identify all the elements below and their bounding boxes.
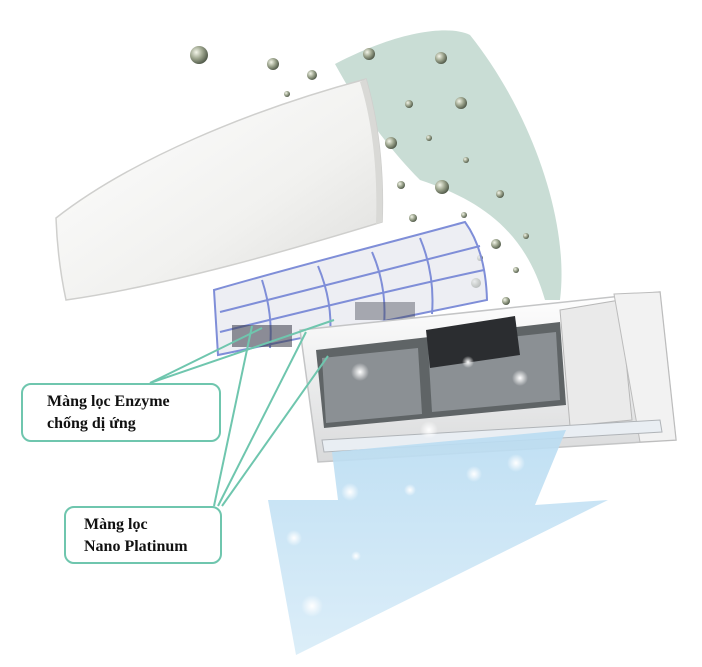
- leader-line-enzyme: [149, 327, 263, 384]
- clean-air-swoosh: [335, 30, 562, 300]
- enzyme-filter-frame: [212, 220, 489, 357]
- dust-particle-icon: [405, 100, 413, 108]
- nano-filter-label-line1: Màng lọc: [84, 516, 148, 533]
- airflow-arrow: [268, 430, 608, 655]
- dust-particle-icon: [267, 58, 279, 70]
- dust-particle-icon: [461, 212, 467, 218]
- dust-particle-icon: [502, 297, 510, 305]
- sparkle-icon: [404, 484, 416, 496]
- dust-particle-icon: [463, 157, 469, 163]
- dust-particle-icon: [307, 70, 317, 80]
- nano-platinum-filter-callout: Màng lọc Nano Platinum: [64, 506, 222, 564]
- enzyme-filter-callout: Màng lọc Enzyme chống dị ứng: [21, 383, 221, 442]
- enzyme-filter-label-line2: chống dị ứng: [47, 415, 136, 432]
- sparkle-icon: [507, 454, 525, 472]
- dust-particle-icon: [284, 91, 290, 97]
- dust-particle-icon: [435, 180, 449, 194]
- sparkle-icon: [286, 530, 302, 546]
- dust-particle-icon: [491, 239, 501, 249]
- sparkle-icon: [420, 421, 438, 439]
- sparkle-icon: [462, 356, 474, 368]
- indoor-unit-body: [299, 291, 677, 463]
- sparkle-icon: [351, 363, 369, 381]
- dust-particle-icon: [455, 97, 467, 109]
- front-panel: [55, 78, 384, 301]
- leader-line-nano: [221, 355, 329, 507]
- sparkles: [286, 356, 528, 617]
- dust-particle-icon: [385, 137, 397, 149]
- leader-line-nano: [213, 325, 253, 507]
- dust-particle-icon: [523, 233, 529, 239]
- sparkle-icon: [512, 370, 528, 386]
- dust-particle-icon: [363, 48, 375, 60]
- leader-line-nano: [217, 331, 307, 507]
- dust-particle-icon: [397, 181, 405, 189]
- nano-filter-label-line2: Nano Platinum: [84, 538, 188, 555]
- dust-particle-icon: [496, 190, 504, 198]
- dust-particle-icon: [409, 214, 417, 222]
- enzyme-filter-label-line1: Màng lọc Enzyme: [47, 393, 170, 410]
- dust-particle-icon: [426, 135, 432, 141]
- sparkle-icon: [466, 466, 482, 482]
- leader-line-enzyme: [149, 319, 335, 384]
- sparkle-icon: [301, 595, 323, 617]
- dust-particle-icon: [435, 52, 447, 64]
- sparkle-icon: [351, 551, 361, 561]
- sparkle-icon: [341, 483, 359, 501]
- dust-particle-icon: [190, 46, 208, 64]
- leader-lines: [149, 319, 335, 507]
- dust-particle-icon: [513, 267, 519, 273]
